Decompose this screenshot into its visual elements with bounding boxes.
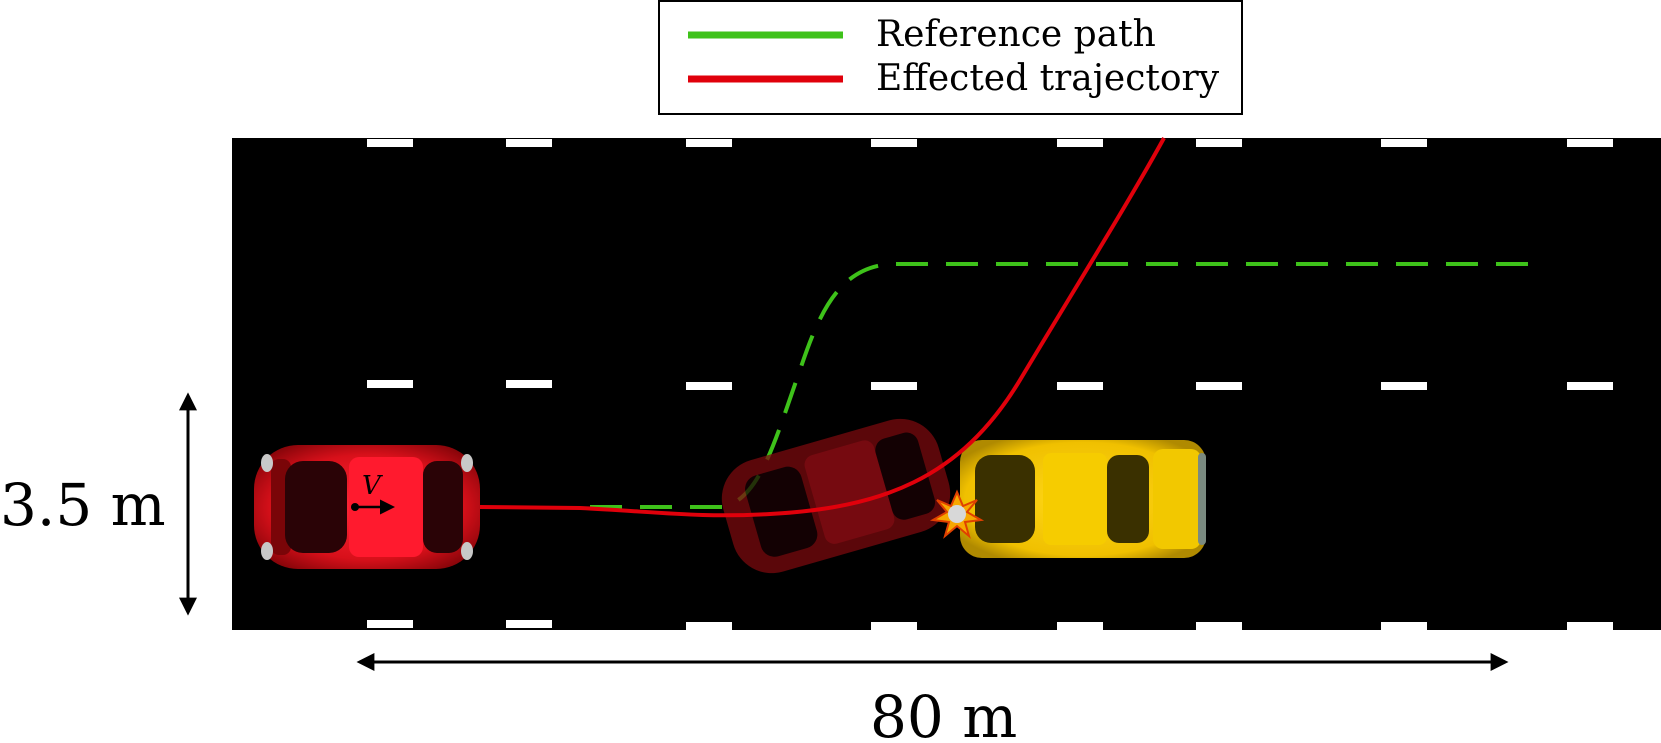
collision-icon (929, 489, 985, 539)
velocity-label: V (362, 471, 383, 501)
obstacle-car (960, 440, 1206, 558)
lane-width-label: 3.5 m (0, 471, 166, 539)
lane-markings (367, 139, 1613, 630)
legend-frame (658, 0, 1243, 115)
effected-trajectory (479, 137, 1166, 518)
legend-label-reference: Reference path (876, 14, 1156, 55)
length-label: 80 m (870, 683, 1017, 743)
legend-label-effected: Effected trajectory (876, 58, 1220, 99)
ego-car (254, 445, 480, 569)
legend: Reference path Effected trajectory (658, 0, 1243, 115)
